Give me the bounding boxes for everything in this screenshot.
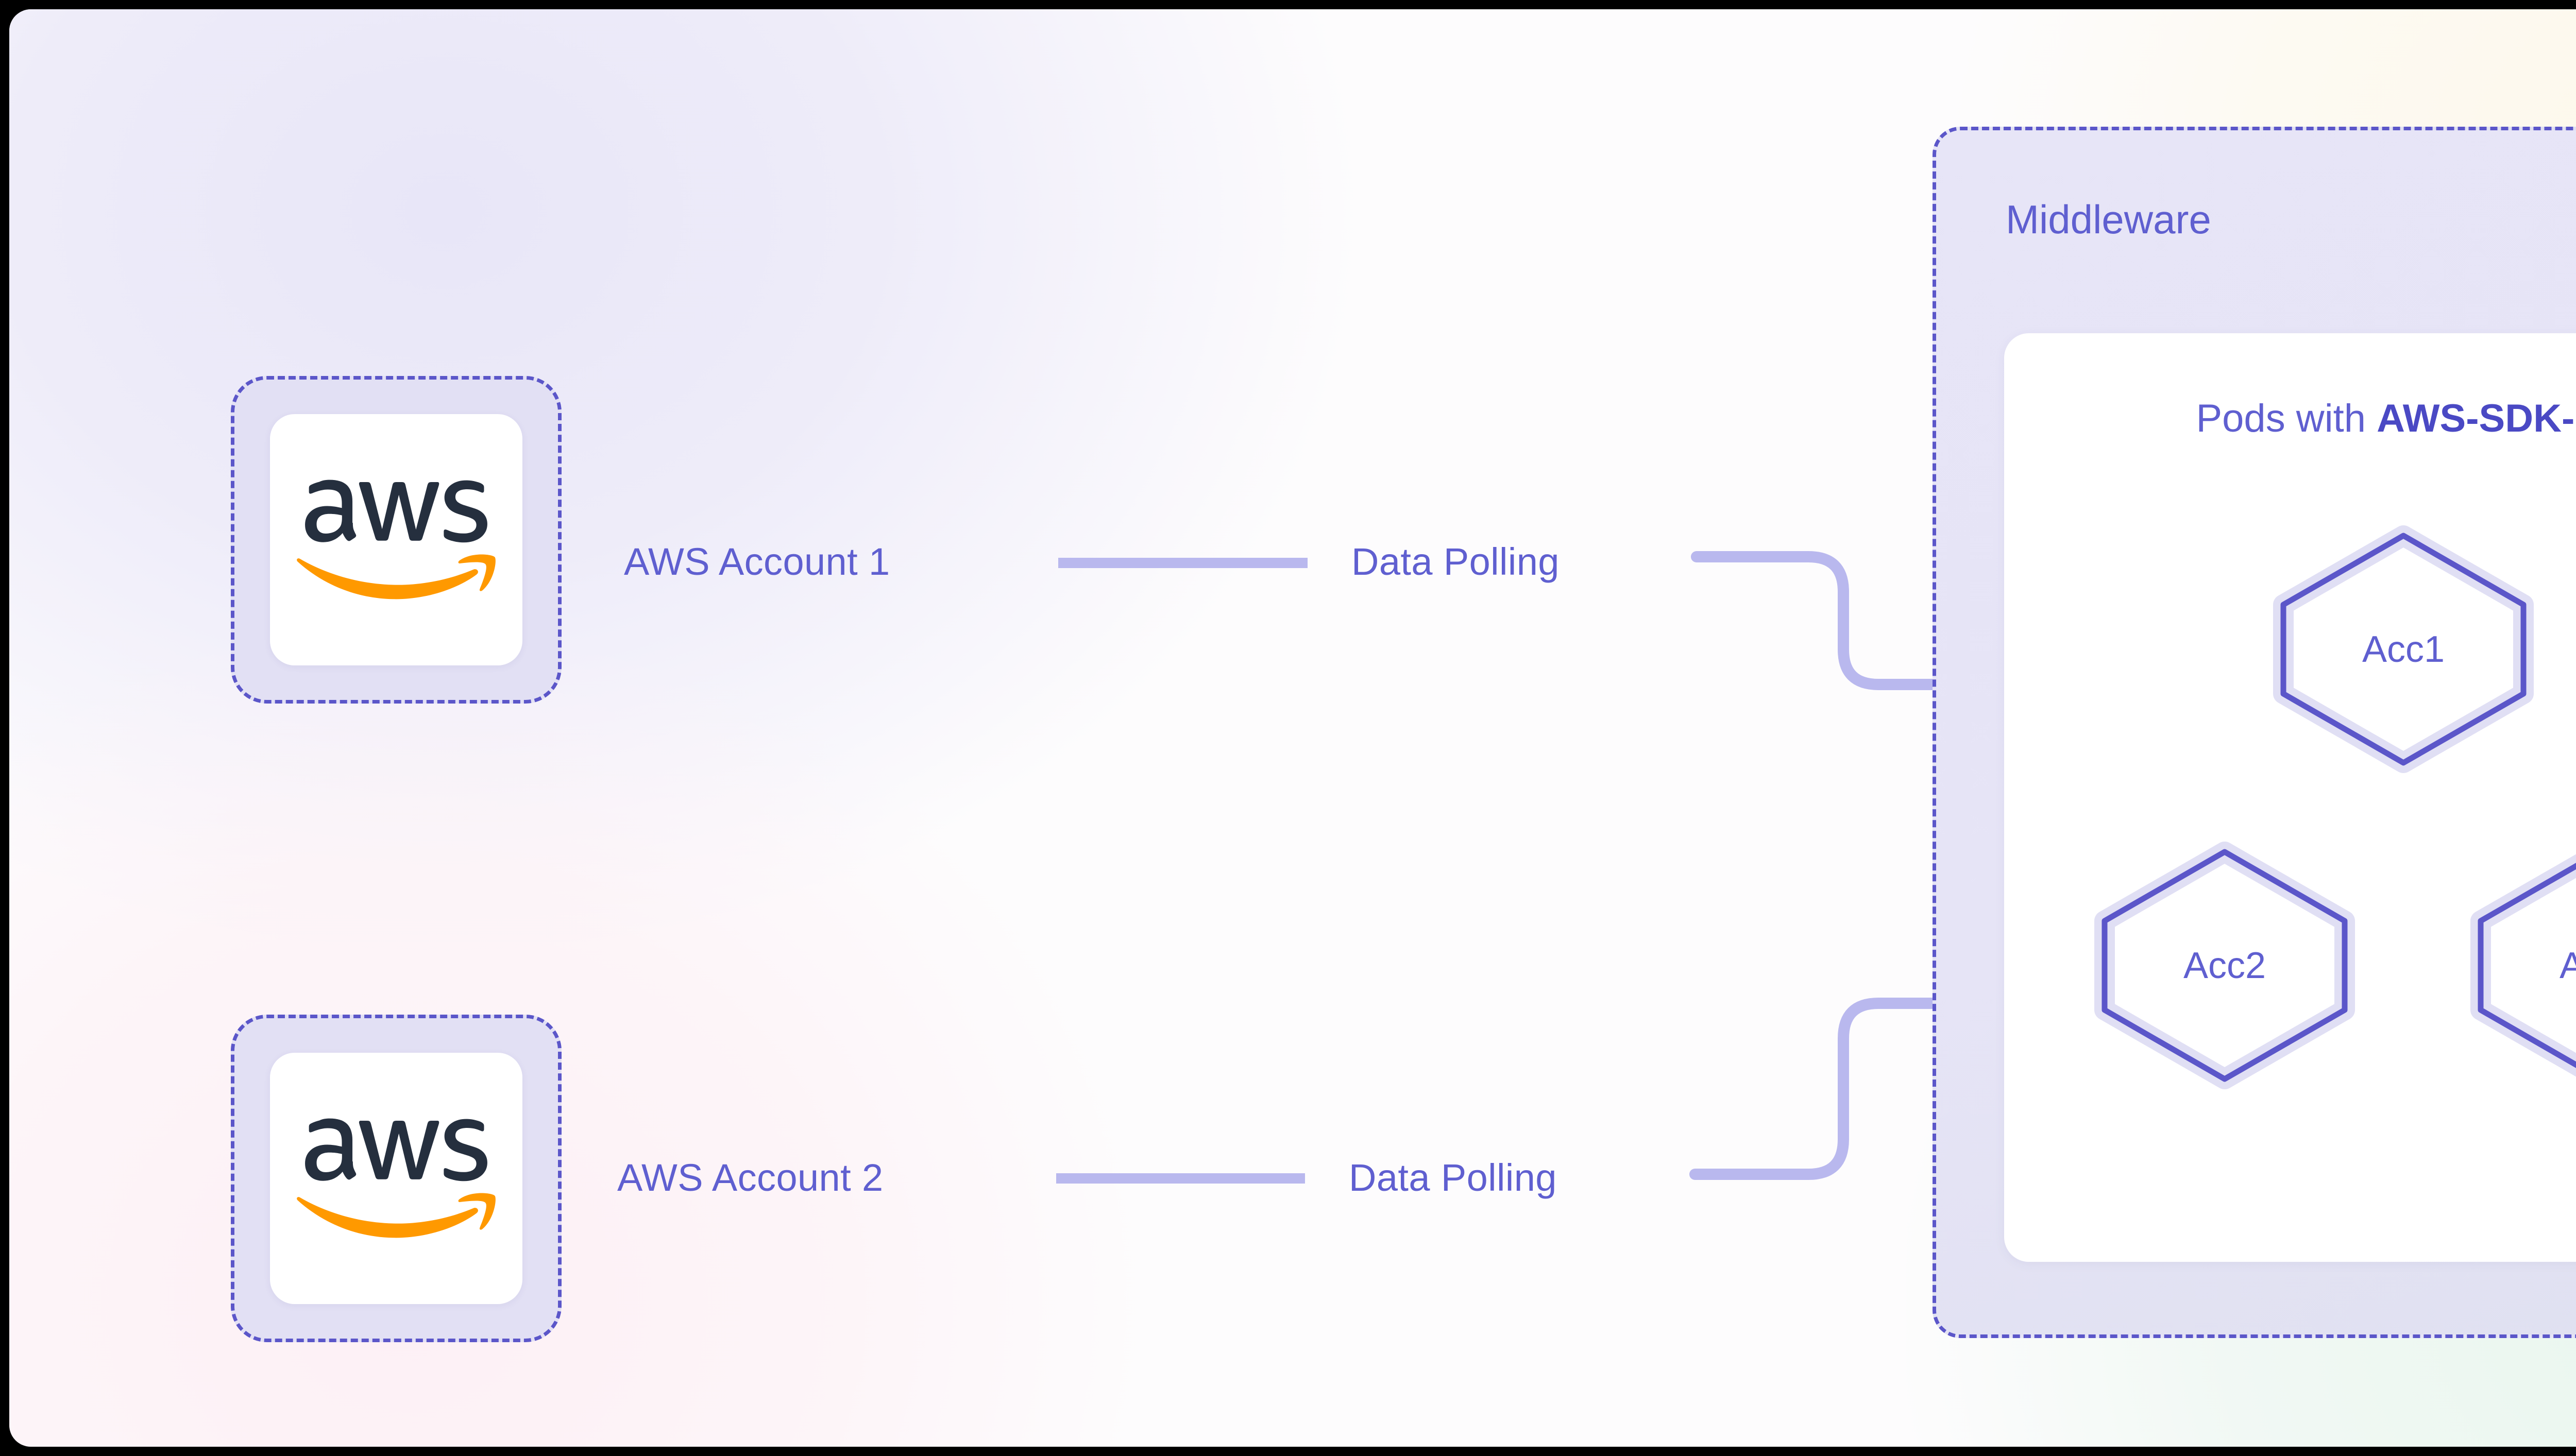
edge-label-data-polling-1: Data Polling bbox=[1351, 540, 1560, 583]
pod-node-label: Acc1 bbox=[2362, 628, 2445, 670]
pod-node-acc1[interactable]: Acc1 bbox=[2262, 524, 2545, 774]
edge-label-aws-account-2: AWS Account 2 bbox=[617, 1156, 884, 1199]
pod-node-acc3[interactable]: Acc3 bbox=[2459, 841, 2576, 1090]
aws-logo-tile bbox=[270, 1053, 522, 1304]
hexagon-shape bbox=[2273, 525, 2534, 773]
middleware-title: Middleware bbox=[2006, 197, 2211, 242]
pod-node-acc2[interactable]: Acc2 bbox=[2083, 841, 2366, 1090]
background-glow-bottom-left bbox=[9, 623, 1143, 1447]
pod-node-label: Acc2 bbox=[2183, 945, 2266, 986]
hexagon-shape bbox=[2094, 842, 2355, 1089]
aws-logo-icon bbox=[297, 1118, 496, 1238]
pods-title-sdk: AWS-SDK-GO bbox=[2377, 397, 2576, 440]
aws-logo-icon bbox=[297, 479, 496, 599]
aws-logo-tile bbox=[270, 414, 522, 665]
pods-panel: Pods with AWS-SDK-GO bbox=[2004, 333, 2576, 1262]
hexagon-shape bbox=[2470, 854, 2576, 1077]
background-glow-top-left bbox=[9, 9, 1400, 988]
pods-title-prefix: Pods with bbox=[2196, 397, 2377, 440]
aws-account-1-node[interactable] bbox=[231, 376, 562, 704]
edge-label-aws-account-1: AWS Account 1 bbox=[624, 540, 890, 583]
edge-label-data-polling-2: Data Polling bbox=[1349, 1156, 1557, 1199]
aws-account-2-node[interactable] bbox=[231, 1015, 562, 1342]
pod-node-label: Acc3 bbox=[2459, 841, 2576, 1090]
pods-panel-title: Pods with AWS-SDK-GO bbox=[2004, 399, 2576, 438]
